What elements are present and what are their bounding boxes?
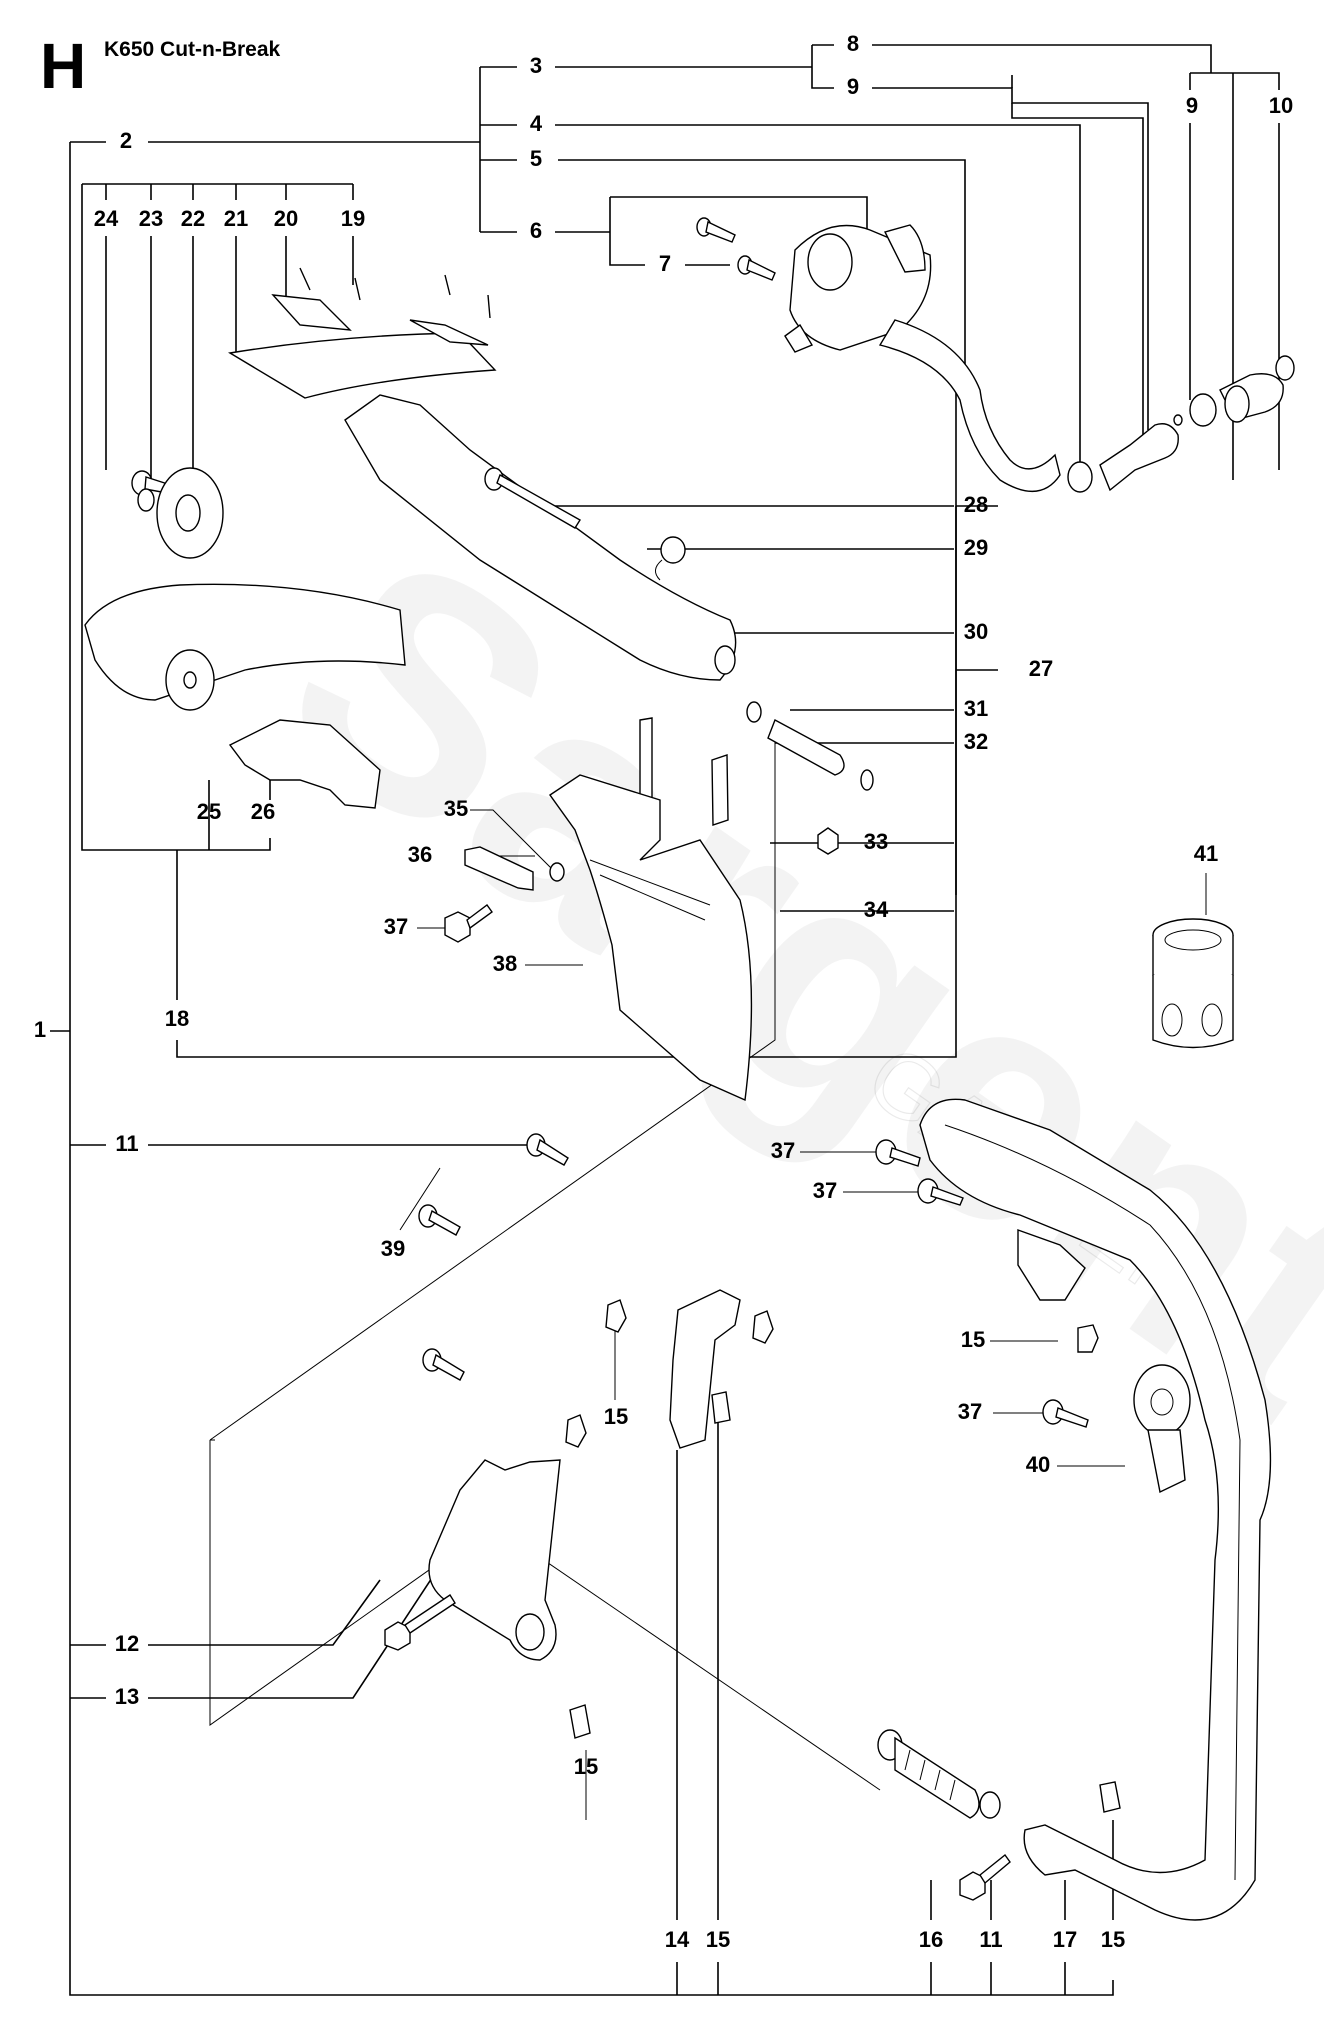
callout-11-top: 11 [115,1131,138,1156]
callout-7: 7 [659,251,671,276]
callout-31: 31 [964,696,988,721]
callout-27: 27 [1029,656,1053,681]
section-letter: H [40,30,87,102]
callout-14: 14 [665,1927,690,1952]
callout-30: 30 [964,619,988,644]
breaker-plate-part [549,774,753,1102]
nuts-15 [565,1299,1121,1813]
callout-labels: 1 2 3 4 5 6 7 8 9 9 10 11 11 12 13 14 15… [34,31,1293,1952]
callout-35: 35 [444,796,468,821]
spacer-parts [444,846,565,943]
callout-28: 28 [964,492,988,517]
guard-bracket-part [228,719,381,809]
wheel-part [131,467,224,559]
callout-32: 32 [964,729,988,754]
clip-part [655,536,686,581]
callout-3: 3 [530,53,542,78]
callout-36: 36 [408,842,432,867]
lever-arm-part [344,394,737,681]
callout-34: 34 [864,897,889,922]
side-bracket-part [669,1289,741,1449]
callout-21: 21 [224,206,248,231]
cover-plates [228,267,497,399]
callout-33: 33 [864,829,888,854]
callout-18: 18 [165,1006,189,1031]
callout-9: 9 [847,74,859,99]
callout-5: 5 [530,146,542,171]
callout-16: 16 [919,1927,943,1952]
callout-2: 2 [120,128,132,153]
water-hose-part [878,319,1061,493]
callout-10: 10 [1269,93,1293,118]
screw-7 [696,217,776,281]
callout-15-b: 15 [574,1754,598,1779]
callout-37-a: 37 [384,914,408,939]
callout-1: 1 [34,1017,46,1042]
callout-37-c: 37 [813,1178,837,1203]
guard-cover-part [84,583,406,711]
callout-22: 22 [181,206,205,231]
callout-24: 24 [94,206,119,231]
water-valve-part [784,224,932,353]
callout-25: 25 [197,799,221,824]
callout-20: 20 [274,206,298,231]
callout-4: 4 [530,111,543,136]
handle-bracket-part [1017,1229,1191,1494]
callout-41: 41 [1194,841,1218,866]
callout-9-right: 9 [1186,93,1198,118]
callout-13: 13 [115,1684,139,1709]
callout-15-e: 15 [961,1327,985,1352]
callout-15-c: 15 [706,1927,730,1952]
callout-15-d: 15 [1101,1927,1125,1952]
callout-29: 29 [964,535,988,560]
callout-39: 39 [381,1236,405,1261]
callout-37-d: 37 [958,1399,982,1424]
callout-lines [50,44,1280,1996]
quick-coupling-part [1152,918,1234,1049]
pin-parts [746,701,874,855]
bolts-left [384,1133,569,1651]
front-handle-part [919,1098,1272,1921]
page-title: K650 Cut-n-Break [104,38,281,61]
bolts-37-right [875,1139,1089,1428]
spring-part [877,1729,1011,1901]
callout-19: 19 [341,206,365,231]
callout-8: 8 [847,31,859,56]
callout-40: 40 [1026,1452,1050,1477]
callout-12: 12 [115,1631,139,1656]
callout-37-b: 37 [771,1138,795,1163]
callout-11-bottom: 11 [979,1927,1002,1952]
fitting-parts [1067,355,1295,493]
callout-6: 6 [530,218,542,243]
callout-15-a: 15 [604,1404,628,1429]
callout-17: 17 [1053,1927,1077,1952]
callout-26: 26 [251,799,275,824]
callout-38: 38 [493,951,517,976]
callout-23: 23 [139,206,163,231]
main-bracket-part [428,1459,561,1661]
